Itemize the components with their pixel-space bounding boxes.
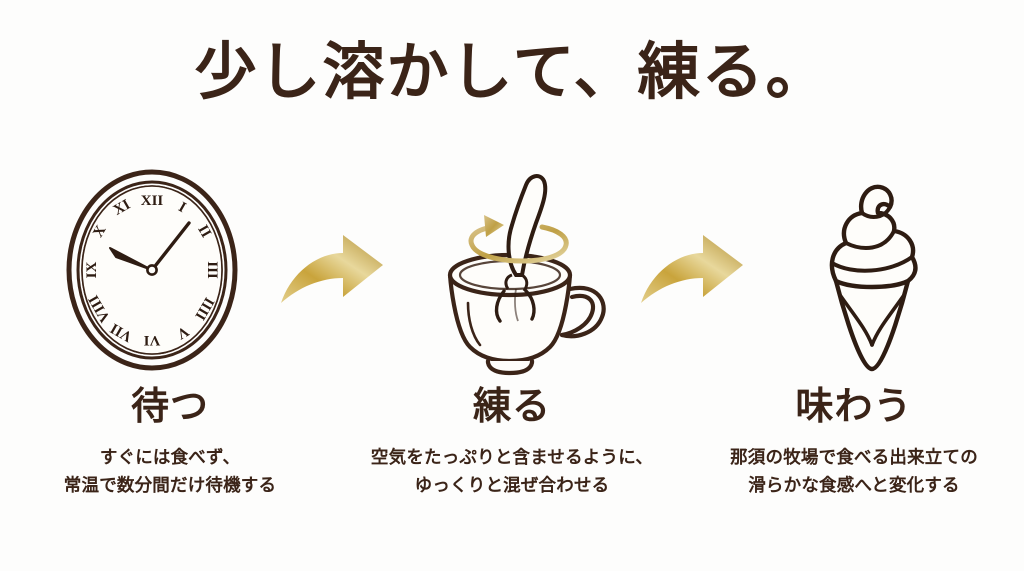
- step-2-description: 空気をたっぷりと含ませるように、 ゆっくりと混ぜ合わせる: [347, 443, 677, 500]
- step-1-heading: 待つ: [130, 386, 209, 428]
- wall-clock-icon: XII I II III IIII V VI VII VIII IX X XI: [66, 169, 238, 371]
- step-3-description-line-1: 那須の牧場で食べる出来立ての: [730, 446, 978, 467]
- step-arrow-2: [627, 155, 757, 385]
- step-3-description: 那須の牧場で食べる出来立ての 滑らかな食感へと変化する: [689, 443, 1019, 500]
- ice-cream-swirl: [829, 184, 918, 289]
- soft-serve-ice-cream-cone-icon: [829, 184, 918, 371]
- svg-text:XII: XII: [141, 193, 164, 209]
- step-2-description-line-1: 空気をたっぷりと含ませるように、: [370, 446, 654, 467]
- steps-illustration-row: XII I II III IIII V VI VII VIII IX X XI: [0, 150, 1024, 390]
- step-1-description: すぐには食べず、 常温で数分間だけ待機する: [5, 443, 335, 500]
- step-1-description-line-2: 常温で数分間だけ待機する: [63, 474, 277, 495]
- svg-text:VI: VI: [144, 332, 161, 348]
- svg-text:XI: XI: [111, 197, 134, 219]
- arrow-right-icon: [281, 235, 383, 303]
- cup-handle: [559, 285, 606, 338]
- ice-cream-cone: [833, 278, 911, 371]
- spoon: [494, 173, 548, 323]
- clock-hour-hand: [109, 247, 153, 271]
- clock-minute-hand: [150, 221, 191, 272]
- step-3-heading: 味わう: [795, 386, 913, 428]
- step-3-description-line-2: 滑らかな食感へと変化する: [748, 474, 960, 495]
- step-2-heading: 練る: [472, 386, 551, 428]
- page-title: 少し溶かして、練る。: [194, 39, 830, 107]
- clock-center-pin: [146, 264, 158, 276]
- step-arrow-1: [267, 155, 397, 385]
- step-3-caption: 味わう 那須の牧場で食べる出来立ての 滑らかな食感へと変化する: [683, 386, 1024, 499]
- cup-with-spoon-stirring-icon: [447, 173, 606, 375]
- step-1-description-line-1: すぐには食べず、: [99, 446, 241, 467]
- step-1-caption: 待つ すぐには食べず、 常温で数分間だけ待機する: [0, 386, 341, 499]
- steps-caption-row: 待つ すぐには食べず、 常温で数分間だけ待機する 練る 空気をたっぷりと含ませる…: [0, 386, 1024, 499]
- step-2-description-line-2: ゆっくりと混ぜ合わせる: [414, 474, 610, 495]
- svg-text:IX: IX: [84, 261, 100, 278]
- step-2-art: [397, 155, 627, 385]
- step-1-art: XII I II III IIII V VI VII VIII IX X XI: [37, 155, 267, 385]
- stir-motion-arrow-icon: [468, 214, 569, 264]
- svg-text:III: III: [204, 261, 220, 279]
- step-2-caption: 練る 空気をたっぷりと含ませるように、 ゆっくりと混ぜ合わせる: [341, 386, 683, 499]
- cup-base: [485, 358, 535, 375]
- arrow-right-icon: [641, 235, 743, 303]
- step-3-art: [757, 155, 987, 385]
